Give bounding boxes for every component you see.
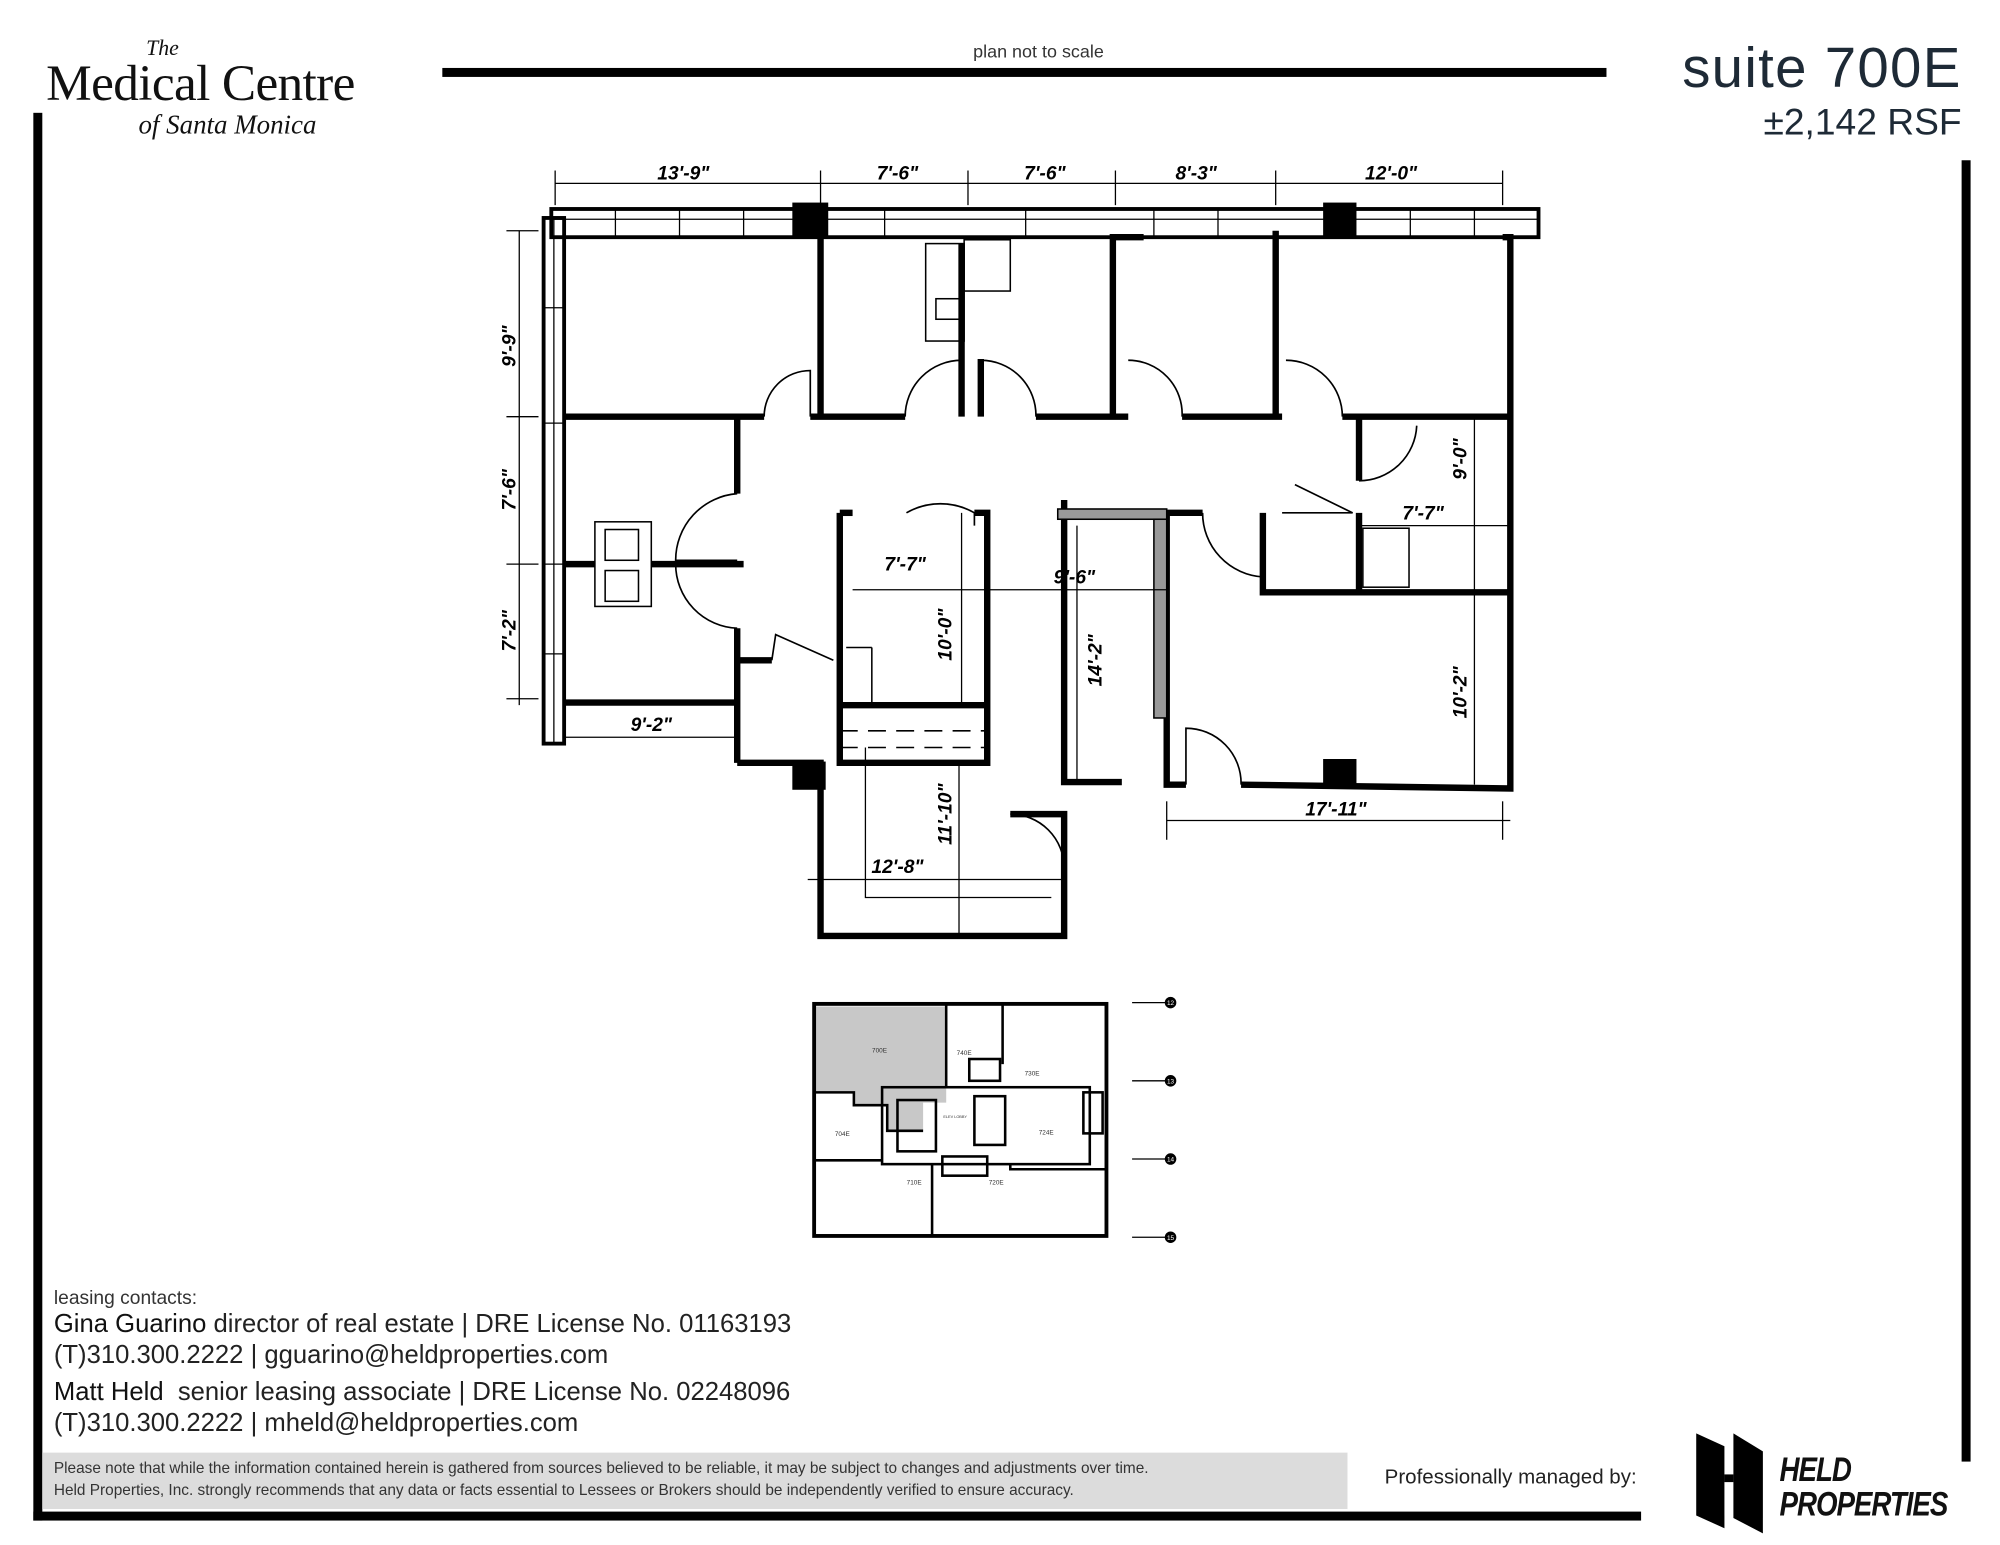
- dimension-label: 7'-6": [1024, 163, 1066, 184]
- dimension-label: 7'-7": [884, 555, 926, 576]
- contact-1-line: Gina Guarino director of real estate | D…: [54, 1309, 791, 1340]
- grid-markers: [1132, 996, 1177, 1243]
- dimension-label: 7'-6": [499, 468, 520, 510]
- columns: [792, 202, 1357, 790]
- held-properties-logo-mark: [1696, 1433, 1763, 1534]
- grid-label: 12: [1167, 1000, 1175, 1007]
- dimension-label: 7'-2": [499, 609, 520, 651]
- dimension-label: 10'-0": [935, 608, 956, 661]
- disclaimer-line: Held Properties, Inc. strongly recommend…: [53, 1480, 1074, 1499]
- suite-area: ±2,142 RSF: [1763, 102, 1962, 144]
- leasing-contacts: leasing contacts: Gina Guarino director …: [54, 1287, 791, 1438]
- scale-note: plan not to scale: [973, 41, 1104, 62]
- floor-plan: 13'-9" 7'-6" 7'-6" 8'-3" 12'-0" 9'-9" 7'…: [499, 163, 1541, 940]
- dimension-label: 10'-2": [1451, 665, 1472, 718]
- dimension-label: 12'-0": [1365, 163, 1418, 184]
- managed-by-label: Professionally managed by:: [1384, 1466, 1637, 1489]
- key-plan-suite-label: 720E: [989, 1180, 1004, 1187]
- dimension-label: 11'-10": [935, 783, 956, 845]
- contact-2-line: Matt Held senior leasing associate | DRE…: [54, 1377, 791, 1408]
- key-plan-lobby-label: ELEV LOBBY: [943, 1115, 967, 1119]
- suite-title: suite 700E: [1682, 37, 1962, 101]
- grid-label: 13: [1167, 1078, 1175, 1085]
- dimension-label: 7'-6": [877, 163, 919, 184]
- logo-sub: of Santa Monica: [138, 108, 317, 140]
- logo-the: The: [146, 35, 179, 61]
- contact-1-info[interactable]: (T)310.300.2222 | gguarino@heldpropertie…: [53, 1341, 609, 1370]
- dimension-label: 12'-8": [871, 857, 924, 878]
- dimension-label: 14'-2": [1085, 633, 1106, 686]
- dimension-label: 9'-9": [499, 325, 520, 367]
- brand-line: HELD: [1779, 1450, 1852, 1489]
- dimension-label: 17'-11": [1305, 799, 1367, 820]
- medical-centre-logo: The Medical Centre of Santa Monica: [46, 35, 418, 141]
- key-plan-suite-label: 710E: [907, 1180, 922, 1187]
- key-plan: 700E 740E 730E 724E 704E 710E 720E ELEV …: [812, 996, 1177, 1243]
- page-frame: [33, 67, 1971, 1521]
- logo-main: Medical Centre: [46, 53, 355, 112]
- contacts-label: leasing contacts:: [53, 1287, 198, 1310]
- contact-name: Matt Held: [53, 1378, 164, 1407]
- contact-title: director of real estate | DRE License No…: [206, 1310, 792, 1339]
- brand-line: PROPERTIES: [1779, 1484, 1949, 1524]
- held-properties-wordmark: HELD PROPERTIES: [1779, 1450, 1949, 1524]
- key-plan-suite-label: 724E: [1039, 1130, 1054, 1137]
- contact-name: Gina Guarino: [53, 1310, 207, 1339]
- grid-label: 15: [1167, 1235, 1175, 1242]
- disclaimer: Please note that while the information c…: [42, 1452, 1348, 1510]
- dimension-label: 9'-6": [1054, 567, 1096, 588]
- key-plan-suite-label: 700E: [872, 1048, 887, 1055]
- dimension-label: 7'-7": [1402, 503, 1444, 524]
- disclaimer-line: Please note that while the information c…: [53, 1459, 1149, 1477]
- dimension-label: 9'-0": [1451, 437, 1472, 479]
- dimension-label: 13'-9": [657, 163, 710, 184]
- key-plan-suite-label: 730E: [1025, 1071, 1040, 1078]
- grid-label: 14: [1167, 1157, 1175, 1164]
- contact-title: senior leasing associate | DRE License N…: [163, 1378, 791, 1407]
- dimension-label: 9'-2": [631, 715, 673, 736]
- key-plan-suite-label: 704E: [835, 1131, 850, 1138]
- dimension-label: 8'-3": [1175, 163, 1217, 184]
- dimension-labels: 13'-9" 7'-6" 7'-6" 8'-3" 12'-0" 9'-9" 7'…: [499, 163, 1471, 878]
- key-plan-suite-label: 740E: [957, 1050, 972, 1057]
- contact-2-info[interactable]: (T)310.300.2222 | mheld@heldproperties.c…: [53, 1409, 579, 1438]
